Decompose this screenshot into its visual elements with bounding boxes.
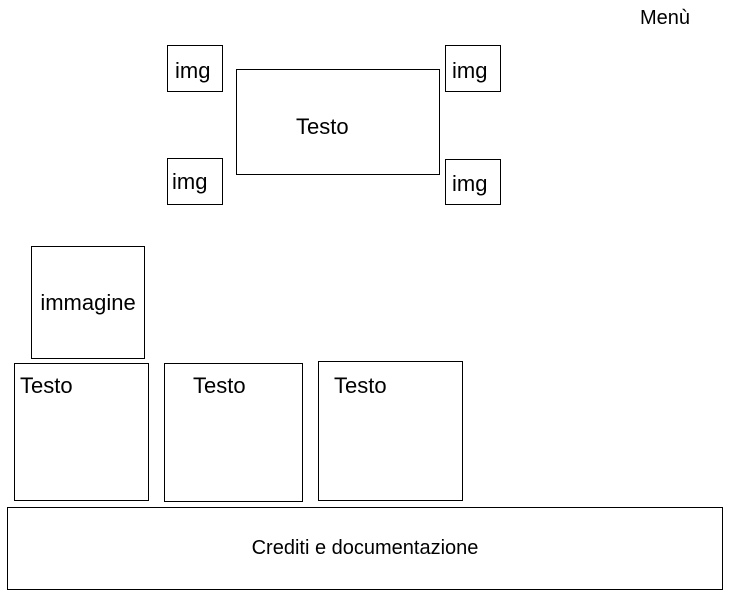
hero-img-bottom-right: img [445, 159, 501, 205]
hero-img-top-right: img [445, 45, 501, 92]
column-text-label: Testo [193, 373, 246, 398]
text-column-2: Testo [164, 363, 303, 502]
img-placeholder-label: img [452, 58, 488, 83]
hero-text-box: Testo [236, 69, 440, 175]
img-placeholder-label: img [175, 58, 211, 83]
feature-image-label: immagine [40, 289, 136, 315]
column-text-label: Testo [20, 373, 73, 398]
column-text-label: Testo [334, 373, 387, 398]
text-column-3: Testo [318, 361, 463, 501]
hero-img-top-left: img [167, 45, 223, 92]
menu-label[interactable]: Menù [640, 7, 691, 29]
feature-image-box: immagine [31, 246, 145, 359]
img-placeholder-label: img [172, 169, 208, 194]
hero-img-bottom-left: img [167, 158, 223, 205]
footer-credits-label[interactable]: Crediti e documentazione [251, 537, 479, 559]
img-placeholder-label: img [452, 171, 488, 196]
text-column-1: Testo [14, 363, 149, 501]
hero-text-label: Testo [296, 114, 349, 139]
footer-credits-box: Crediti e documentazione [7, 507, 723, 590]
